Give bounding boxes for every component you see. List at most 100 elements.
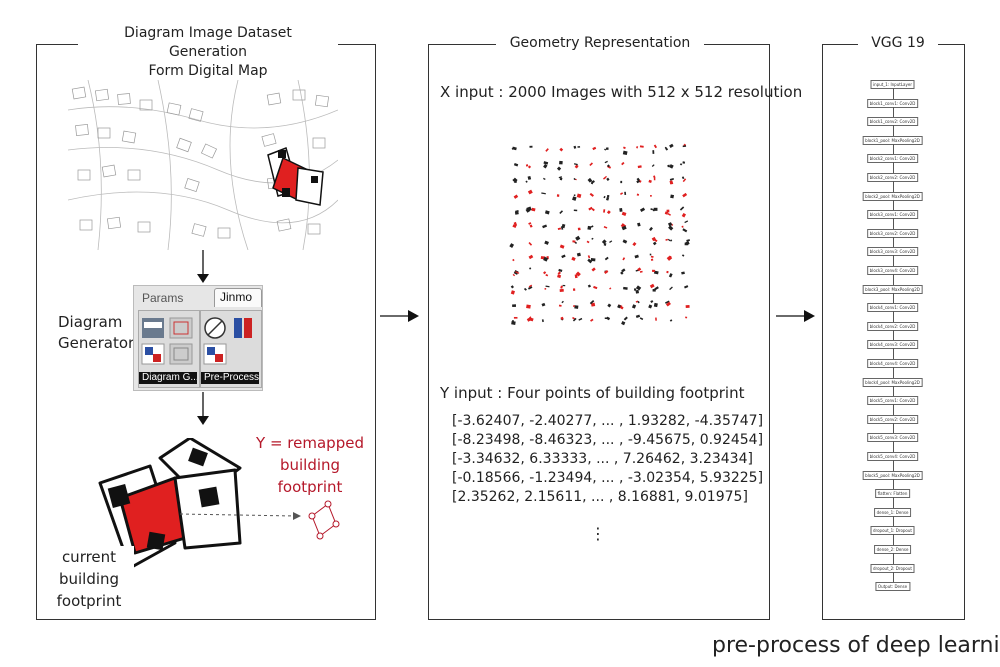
tab-jinmo[interactable]: Jinmo xyxy=(220,290,253,304)
thumbnail-mark xyxy=(666,270,669,274)
footer-caption: pre-process of deep learning xyxy=(712,633,1000,658)
thumbnail-mark xyxy=(665,147,669,151)
thumbnail-mark xyxy=(590,225,594,228)
right-arrow-icon xyxy=(776,310,815,322)
building-footprint-diagram xyxy=(98,438,340,570)
thumbnail-mark xyxy=(603,242,607,246)
thumbnail-mark xyxy=(512,273,516,277)
down-arrow-icon xyxy=(197,392,209,425)
thumbnail-mark xyxy=(682,192,688,198)
digital-map-image xyxy=(68,80,338,250)
thumbnail-mark xyxy=(622,257,626,261)
thumbnail-mark xyxy=(572,317,577,322)
geometry-representation-title: Geometry Representation xyxy=(496,34,704,53)
thumbnail-mark xyxy=(681,271,685,275)
tab-jinmo-frame[interactable] xyxy=(214,288,262,307)
thumbnail-mark xyxy=(669,178,674,181)
thumbnail-mark xyxy=(544,210,550,215)
thumbnail-mark xyxy=(667,164,671,168)
thumbnail-mark xyxy=(528,222,532,225)
thumbnail-mark xyxy=(559,288,564,292)
thumbnail-mark xyxy=(512,304,517,308)
thumbnail-mark xyxy=(559,147,564,152)
thumbnail-mark xyxy=(531,207,536,212)
thumbnail-mark xyxy=(637,300,640,304)
thumbnail-mark xyxy=(573,209,578,212)
thumbnail-mark xyxy=(527,175,532,180)
footprint-values-list: [-3.62407, -2.40277, ... , 1.93282, -4.3… xyxy=(452,412,763,507)
thumbnail-mark xyxy=(624,191,627,196)
vgg-connector xyxy=(892,88,894,99)
geometry-representation-panel xyxy=(428,44,770,620)
thumbnail-mark xyxy=(601,239,607,245)
thumbnail-mark xyxy=(669,180,673,185)
thumbnail-mark xyxy=(559,244,565,249)
thumbnail-mark xyxy=(620,192,624,195)
thumbnail-mark xyxy=(542,224,548,229)
thumbnail-mark xyxy=(621,225,627,231)
thumbnail-mark xyxy=(573,145,577,149)
thumbnail-mark xyxy=(681,212,687,218)
thumbnail-mark xyxy=(686,239,691,242)
thumbnail-mark xyxy=(527,286,533,290)
thumbnail-mark xyxy=(574,274,578,279)
thumbnail-mark xyxy=(605,196,610,201)
thumbnail-mark xyxy=(560,316,564,320)
thumbnail-mark xyxy=(571,256,576,262)
thumbnail-mark xyxy=(593,285,598,290)
thumbnail-mark xyxy=(526,304,531,309)
thumbnail-mark xyxy=(681,176,685,180)
thumbnail-mark xyxy=(543,163,548,169)
thumbnail-mark xyxy=(529,267,532,270)
thumbnail-mark xyxy=(527,316,532,321)
thumbnail-mark xyxy=(684,220,689,224)
thumbnail-mark xyxy=(513,316,518,319)
thumbnail-mark xyxy=(620,271,624,275)
thumbnail-mark xyxy=(562,284,566,287)
thumbnail-mark xyxy=(513,179,518,184)
thumbnail-mark xyxy=(653,207,658,211)
thumbnail-mark xyxy=(529,145,533,148)
thumbnail-mark xyxy=(650,208,654,211)
thumbnail-mark xyxy=(560,226,564,230)
diagram-tool-icons[interactable] xyxy=(140,314,196,370)
thumbnail-mark xyxy=(666,255,673,261)
thumbnail-mark xyxy=(649,253,652,256)
thumbnail-mark xyxy=(606,177,610,181)
dataset-generation-title: Diagram Image Dataset Generation Form Di… xyxy=(78,24,338,81)
thumbnail-mark xyxy=(606,210,611,215)
vgg-connector xyxy=(892,125,894,136)
thumbnail-mark xyxy=(587,258,593,264)
vgg-connector xyxy=(892,534,894,545)
thumbnail-mark xyxy=(557,274,562,279)
thumbnail-mark xyxy=(650,195,652,197)
thumbnail-mark xyxy=(556,166,562,171)
thumbnail-mark xyxy=(557,227,562,230)
thumbnail-mark xyxy=(648,304,653,309)
thumbnail-mark xyxy=(541,319,544,323)
thumbnail-mark xyxy=(650,255,654,258)
thumbnail-mark xyxy=(682,178,687,183)
thumbnail-mark xyxy=(631,304,637,309)
thumbnail-mark xyxy=(590,302,596,307)
tab-params[interactable]: Params xyxy=(142,291,184,305)
thumbnail-mark xyxy=(545,274,549,277)
thumbnail-mark xyxy=(637,222,641,227)
footprint-row: [-3.34632, 6.33333, ... , 7.26462, 3.234… xyxy=(452,451,753,467)
thumbnail-mark xyxy=(607,303,612,308)
preprocess-tool-icons[interactable] xyxy=(202,314,258,370)
thumbnail-mark xyxy=(668,225,674,231)
thumbnail-mark xyxy=(635,285,642,291)
thumbnail-mark xyxy=(665,238,669,241)
thumbnail-mark xyxy=(654,286,659,291)
thumbnail-mark xyxy=(525,207,531,213)
thumbnail-mark xyxy=(559,177,563,181)
thumbnail-mark xyxy=(587,284,591,288)
thumbnail-mark xyxy=(666,209,670,213)
thumbnail-mark xyxy=(665,301,671,307)
thumbnail-mark xyxy=(572,288,576,291)
vgg-connector xyxy=(892,274,894,285)
thumbnail-mark xyxy=(652,241,657,246)
thumbnail-mark xyxy=(510,285,514,289)
thumbnail-mark xyxy=(623,146,626,150)
